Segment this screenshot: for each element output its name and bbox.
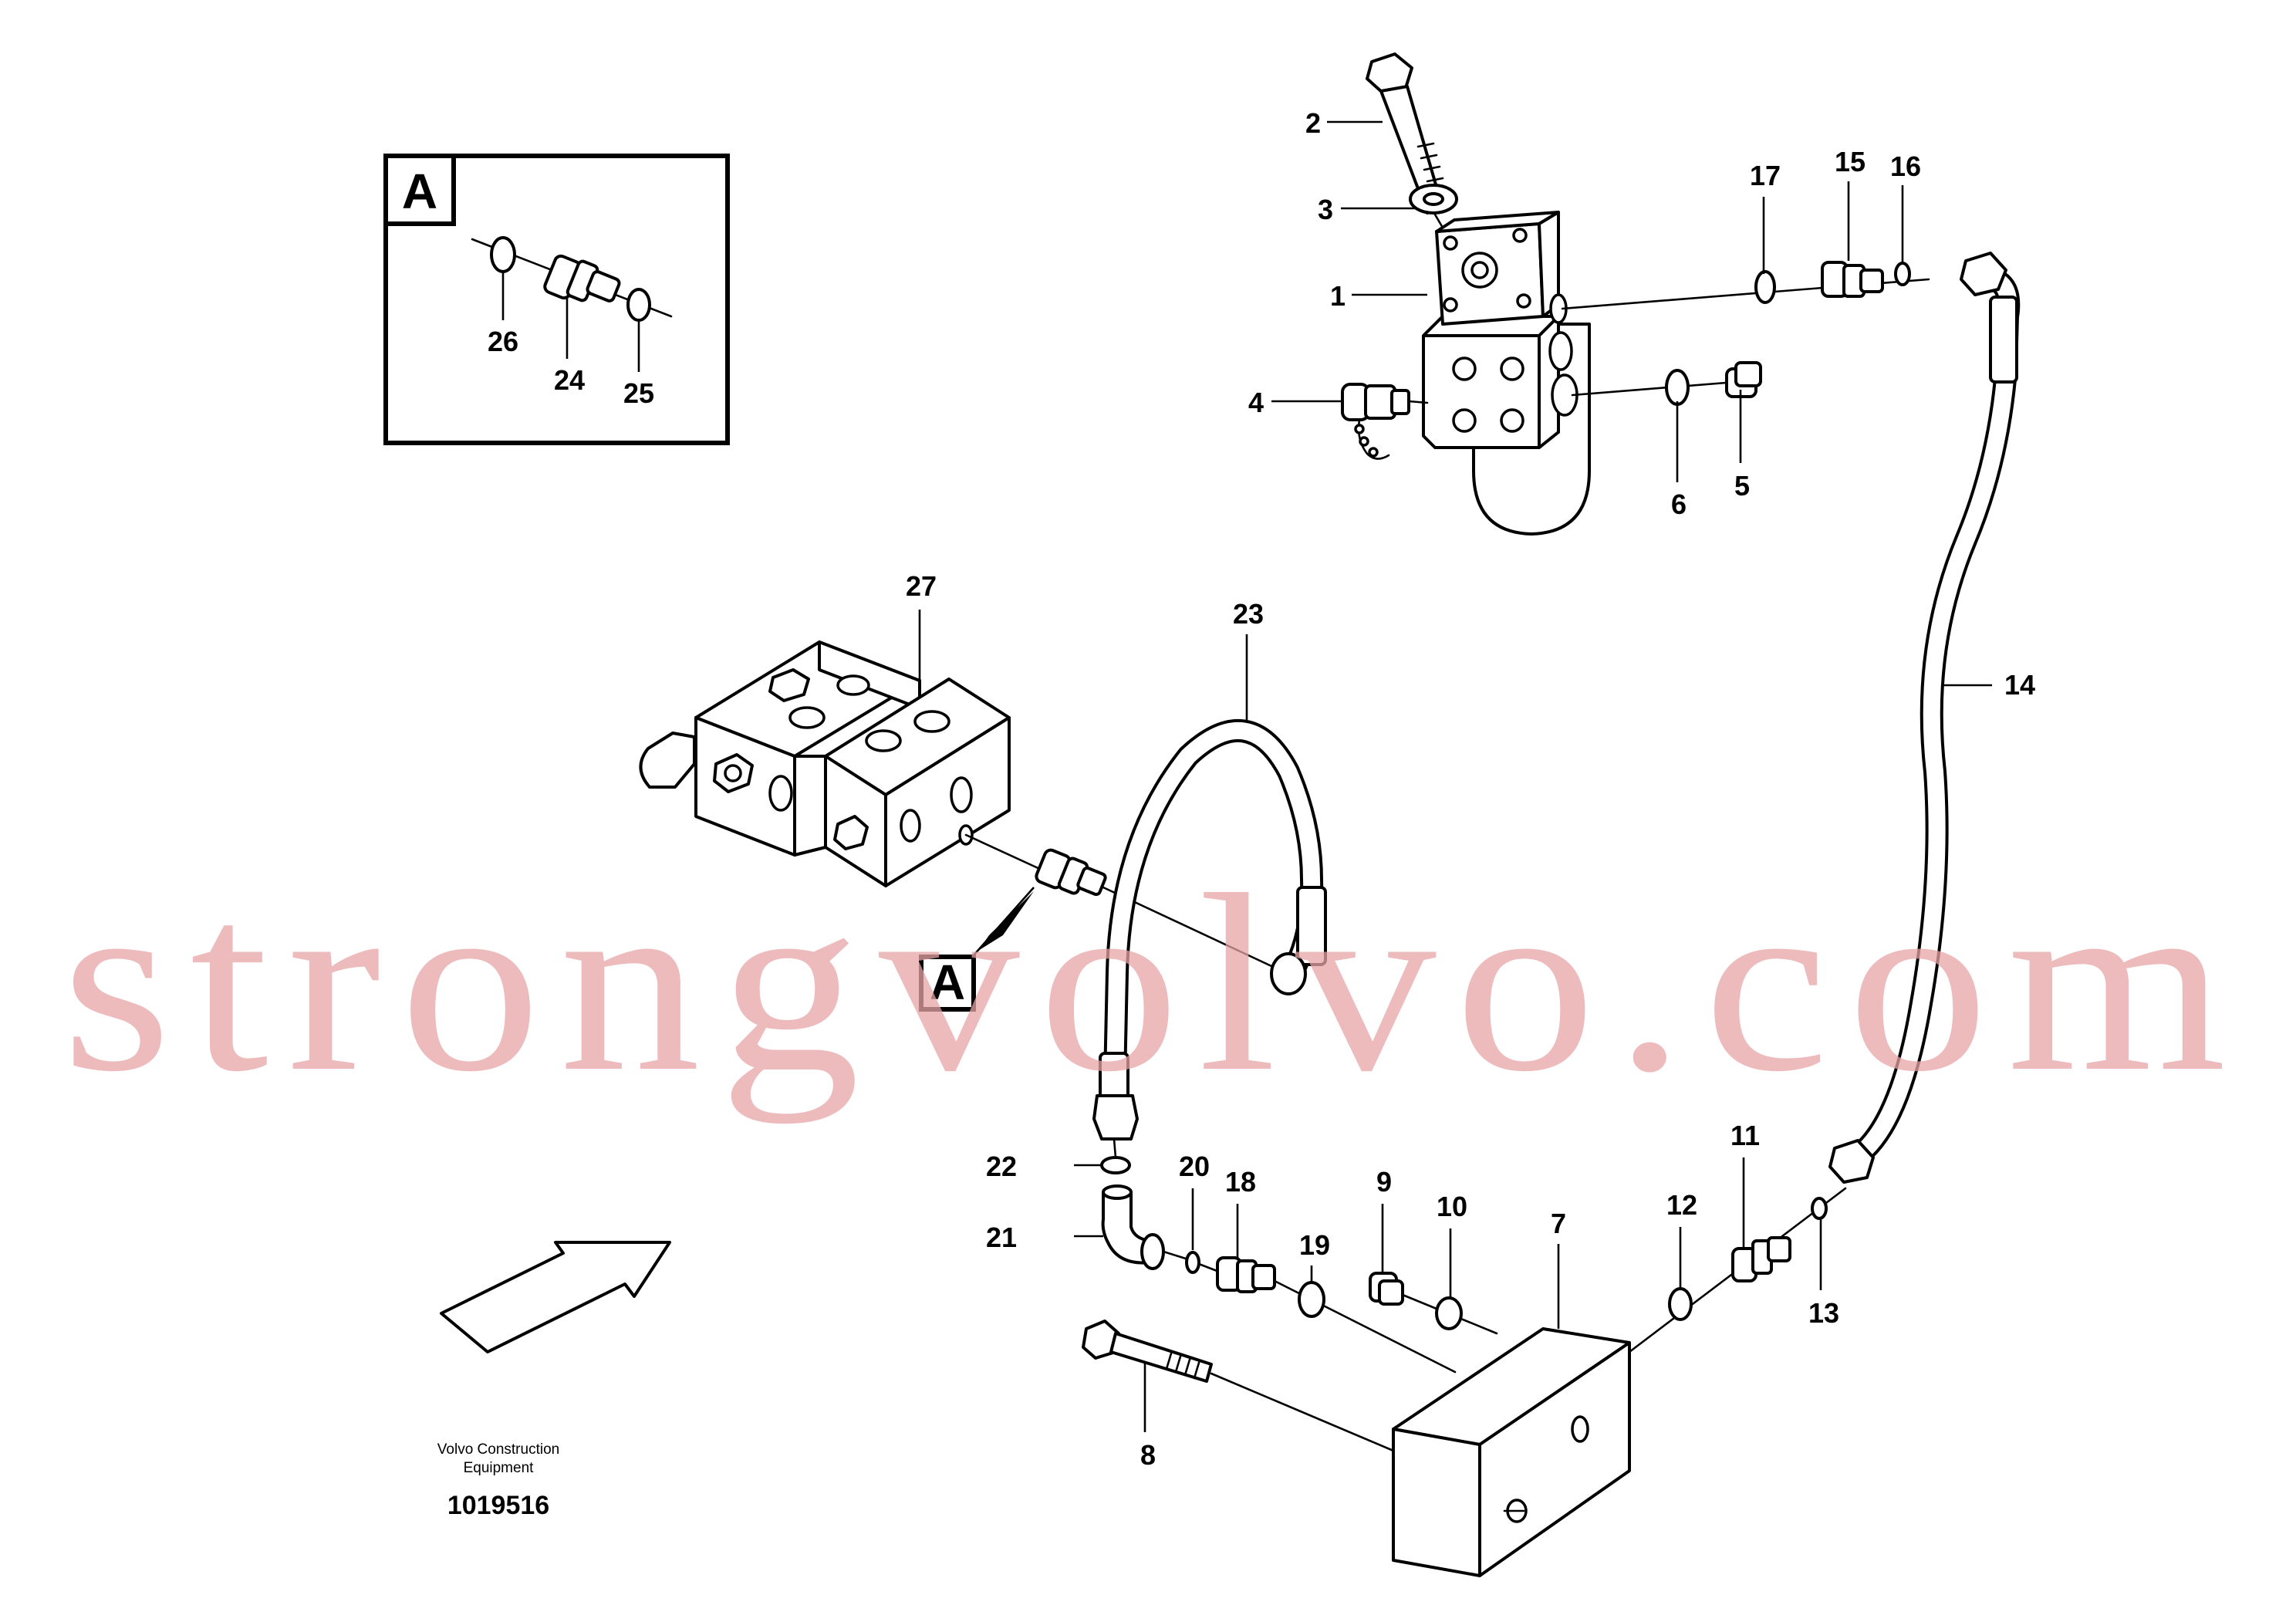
inset-letter-box bbox=[383, 154, 456, 226]
hose-14 bbox=[1828, 252, 2021, 1184]
callout-9: 9 bbox=[1376, 1166, 1392, 1198]
washer-6 bbox=[1665, 369, 1690, 406]
callout-26: 26 bbox=[488, 326, 518, 357]
callout-1: 1 bbox=[1330, 280, 1346, 312]
callout-25: 25 bbox=[623, 377, 654, 409]
watermark-text: strongvolvo.com bbox=[62, 843, 2245, 1124]
o-ring-22 bbox=[1100, 1156, 1131, 1174]
direction-arrow bbox=[440, 1241, 671, 1353]
callout-16: 16 bbox=[1890, 150, 1921, 182]
callout-12: 12 bbox=[1666, 1189, 1697, 1221]
plug-9 bbox=[1369, 1272, 1404, 1306]
washer-10 bbox=[1435, 1296, 1463, 1330]
callout-8: 8 bbox=[1140, 1439, 1156, 1471]
callout-4: 4 bbox=[1248, 387, 1264, 418]
callout-17: 17 bbox=[1750, 160, 1781, 191]
inset-o-ring-25 bbox=[626, 288, 651, 322]
callout-24: 24 bbox=[554, 364, 585, 396]
callout-21: 21 bbox=[986, 1222, 1017, 1253]
plug-5 bbox=[1725, 361, 1762, 398]
callout-numbers: 2 3 1 4 5 6 17 15 16 14 27 23 22 21 20 1… bbox=[906, 107, 2035, 1471]
leader-lines bbox=[918, 120, 1992, 1432]
nipple-11 bbox=[1731, 1236, 1791, 1282]
callout-3: 3 bbox=[1318, 194, 1333, 225]
callout-27: 27 bbox=[906, 570, 937, 602]
footer-code: 1019516 bbox=[447, 1491, 549, 1520]
callout-20: 20 bbox=[1179, 1151, 1210, 1182]
callout-6: 6 bbox=[1671, 488, 1687, 520]
washer-3 bbox=[1409, 184, 1458, 215]
bolt-2 bbox=[1366, 52, 1447, 215]
detail-a-inset: A 26 24 25 bbox=[383, 154, 730, 445]
washer-19 bbox=[1298, 1281, 1325, 1318]
o-ring-12 bbox=[1668, 1287, 1693, 1321]
o-ring-16 bbox=[1894, 262, 1911, 286]
callout-5: 5 bbox=[1734, 470, 1750, 502]
washer-17 bbox=[1754, 270, 1776, 304]
valve-body-1 bbox=[1422, 211, 1591, 536]
footer-line-1: Volvo Construction bbox=[437, 1441, 559, 1458]
nipple-18 bbox=[1216, 1256, 1276, 1293]
nipple-a-reference bbox=[1035, 848, 1107, 897]
footer-line-2: Equipment bbox=[464, 1460, 535, 1476]
callout-22: 22 bbox=[986, 1151, 1017, 1182]
callout-15: 15 bbox=[1835, 146, 1866, 177]
bolt-8 bbox=[1082, 1320, 1213, 1383]
callout-11: 11 bbox=[1730, 1120, 1760, 1151]
detail-a-tag-letter: A bbox=[930, 955, 965, 1010]
valve-block-27 bbox=[639, 640, 1011, 887]
hose-23 bbox=[1092, 718, 1327, 1140]
callout-13: 13 bbox=[1808, 1297, 1839, 1329]
nipple-15 bbox=[1821, 261, 1884, 298]
inset-letter: A bbox=[402, 164, 437, 219]
test-coupling-4 bbox=[1341, 383, 1410, 460]
inset-nipple-24 bbox=[543, 254, 621, 302]
inset-o-ring-26 bbox=[490, 236, 516, 273]
detail-a-tag bbox=[919, 955, 976, 1012]
callout-19: 19 bbox=[1299, 1229, 1330, 1261]
o-ring-20 bbox=[1185, 1251, 1200, 1274]
block-7 bbox=[1392, 1327, 1631, 1577]
callout-7: 7 bbox=[1551, 1208, 1566, 1239]
footer: Volvo Construction Equipment 1019516 bbox=[437, 1441, 559, 1520]
top-valve-assembly bbox=[1341, 52, 1930, 536]
callout-18: 18 bbox=[1225, 1166, 1256, 1198]
callout-23: 23 bbox=[1233, 598, 1264, 630]
callout-10: 10 bbox=[1437, 1191, 1467, 1222]
elbow-21 bbox=[1101, 1184, 1165, 1270]
callout-2: 2 bbox=[1305, 107, 1321, 139]
callout-14: 14 bbox=[2004, 669, 2035, 701]
o-ring-13 bbox=[1811, 1197, 1828, 1220]
